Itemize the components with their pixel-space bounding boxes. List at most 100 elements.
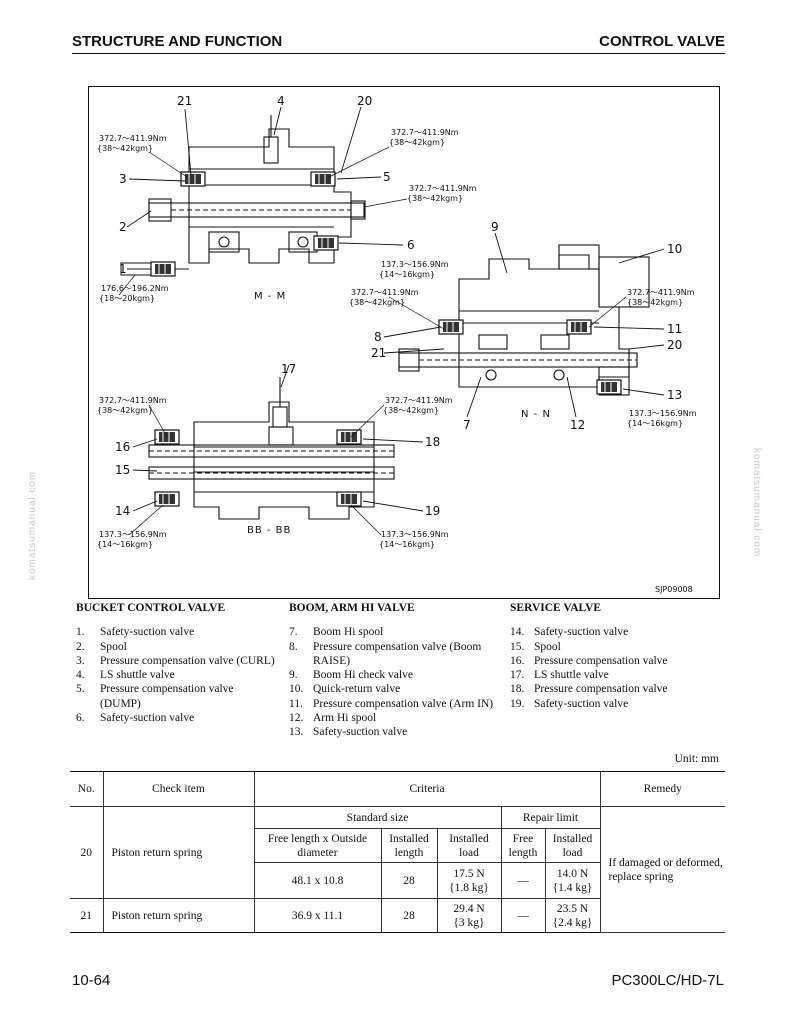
- callout-12: 12: [570, 418, 585, 432]
- callout-7: 7: [463, 418, 471, 432]
- legend-item-number: 18.: [510, 683, 525, 696]
- torque-label-kgm: {14～16kgm}: [97, 540, 153, 549]
- legend-item: 12.Arm Hi spool: [289, 711, 499, 725]
- torque-label-kgm: {38～42kgm}: [383, 406, 439, 415]
- legend-item: 9. Boom Hi check valve: [289, 668, 499, 682]
- view-label-mm: M - M: [254, 291, 286, 302]
- torque-label-kgm: {38～42kgm}: [407, 194, 463, 203]
- callout-5: 5: [383, 170, 391, 184]
- legend-item-text: Quick-return valve: [313, 683, 401, 696]
- legend-item-number: 13.: [289, 726, 304, 739]
- watermark-left: komatsumanual.com: [27, 470, 38, 580]
- model-number: PC300LC/HD-7L: [611, 972, 724, 989]
- callout-15: 15: [115, 463, 130, 477]
- legend-item-text: Safety-suction valve: [313, 726, 408, 739]
- header-remedy: Remedy: [599, 771, 725, 807]
- legend-item-number: 15.: [510, 640, 525, 653]
- callout-20: 20: [357, 94, 372, 108]
- legend-item-text: Pressure compensation valve (CURL): [100, 654, 275, 667]
- row-21-installed-load: 29.4 N{3 kg}: [436, 898, 502, 933]
- section-title: STRUCTURE AND FUNCTION: [72, 33, 283, 50]
- legend-item: 13. Safety-suction valve: [289, 725, 499, 739]
- legend-item-text: Safety-suction valve: [534, 626, 629, 639]
- callout-20-b: 20: [667, 338, 682, 352]
- row-20-repair-free-length: —: [500, 862, 546, 899]
- header-installed-load: Installed load: [436, 828, 502, 863]
- legend-item-number: 11.: [289, 697, 303, 710]
- torque-label: 137.3～156.9Nm: [629, 409, 697, 418]
- callout-8: 8: [374, 330, 382, 344]
- callout-3: 3: [119, 172, 127, 186]
- legend-item-number: 19.: [510, 697, 525, 710]
- legend-item-text: Pressure compensation valve (DUMP): [100, 683, 234, 710]
- control-valve-figure: 1 2 3 4 5 6 7 8 9 10 11 12 13 14 15 16 1…: [88, 86, 720, 599]
- header-repair-installed-load: Installed load: [544, 828, 601, 863]
- torque-label: 137.3～156.9Nm: [99, 530, 167, 539]
- legend-item-number: 17.: [510, 669, 525, 682]
- legend-item: 5.Pressure compensation valve (DUMP): [76, 682, 276, 711]
- legend-item: 19.Safety-suction valve: [510, 697, 710, 711]
- watermark-right: komatsumanual.com: [751, 448, 762, 558]
- legend-item-text: Safety-suction valve: [100, 712, 195, 725]
- component-title: CONTROL VALVE: [599, 33, 725, 50]
- legend-item-number: 14.: [510, 626, 525, 639]
- callout-18: 18: [425, 435, 440, 449]
- page-number: 10-64: [72, 972, 111, 989]
- row-20-item: Piston return spring: [102, 806, 255, 899]
- legend-item-number: 1.: [76, 626, 85, 639]
- legend-item-number: 8.: [289, 640, 298, 653]
- torque-label: 176.6～196.2Nm: [101, 284, 169, 293]
- view-label-nn: N - N: [521, 409, 551, 420]
- row-21-item: Piston return spring: [102, 898, 255, 933]
- torque-label-kgm: {38～42kgm}: [97, 144, 153, 153]
- callout-14: 14: [115, 504, 130, 518]
- row-20-installed-load: 17.5 N{1.8 kg}: [436, 862, 502, 899]
- legend-bucket-control-valve: BUCKET CONTROL VALVE 1.Safety-suction va…: [76, 601, 276, 725]
- check-table: No. Check item Criteria Remedy 20 Piston…: [70, 771, 725, 933]
- row-21-repair-installed-load: 23.5 N{2.4 kg}: [544, 898, 601, 933]
- header-standard-size: Standard size: [253, 806, 502, 829]
- callout-21-b: 21: [371, 346, 386, 360]
- header-repair-limit: Repair limit: [500, 806, 601, 829]
- callout-13: 13: [667, 388, 682, 402]
- header-free-length: Free length x Outside diameter: [253, 828, 382, 863]
- legend-item-number: 9.: [289, 669, 298, 682]
- page-header: STRUCTURE AND FUNCTION CONTROL VALVE: [72, 33, 725, 54]
- legend-title: SERVICE VALVE: [510, 602, 602, 614]
- header-installed-length: Installed length: [380, 828, 438, 863]
- callout-6: 6: [407, 238, 415, 252]
- legend-item-number: 3.: [76, 654, 85, 667]
- legend-item-text: Boom Hi check valve: [313, 669, 413, 682]
- torque-label-kgm: {14～16kgm}: [379, 270, 435, 279]
- legend-item: 16.Pressure compensation valve: [510, 654, 710, 668]
- legend-item: 14. Safety-suction valve: [510, 625, 710, 639]
- torque-label: 137.3～156.9Nm: [381, 530, 449, 539]
- legend-item: 7.Boom Hi spool: [289, 625, 499, 639]
- torque-label: 372.7～411.9Nm: [99, 396, 167, 405]
- legend-item-text: Pressure compensation valve: [534, 683, 668, 696]
- torque-label-kgm: {38～42kgm}: [349, 298, 405, 307]
- row-21-free-length: 36.9 x 11.1: [253, 898, 382, 933]
- row-20-installed-length: 28: [380, 862, 438, 899]
- remedy-cell: If damaged or deformed, replace spring: [599, 806, 725, 933]
- legend-item-text: Pressure compensation valve (Arm IN): [313, 697, 494, 710]
- torque-label-kgm: {38～42kgm}: [389, 138, 445, 147]
- row-20-no: 20: [70, 806, 104, 899]
- legend-item: 3. Pressure compensation valve (CURL): [76, 654, 276, 668]
- torque-label: 372.7～411.9Nm: [391, 128, 459, 137]
- legend-item: 6. Safety-suction valve: [76, 711, 276, 725]
- torque-label: 372.7～411.9Nm: [409, 184, 477, 193]
- callout-2: 2: [119, 220, 127, 234]
- legend-service-valve: SERVICE VALVE 14. Safety-suction valve 15.…: [510, 601, 710, 711]
- legend-item-number: 6.: [76, 712, 85, 725]
- callout-10: 10: [667, 242, 682, 256]
- legend-item-number: 12.: [289, 712, 304, 725]
- view-label-bb: BB - BB: [247, 525, 291, 536]
- torque-label-kgm: {38～42kgm}: [627, 298, 683, 307]
- legend-item-number: 2.: [76, 640, 85, 653]
- cross-section-drawing: 1 2 3 4 5 6 7 8 9 10 11 12 13 14 15 16 1…: [97, 94, 697, 594]
- row-20-repair-installed-load: 14.0 N{1.4 kg}: [544, 862, 601, 899]
- row-20-free-length: 48.1 x 10.8: [253, 862, 382, 899]
- row-21-repair-free-length: —: [500, 898, 546, 933]
